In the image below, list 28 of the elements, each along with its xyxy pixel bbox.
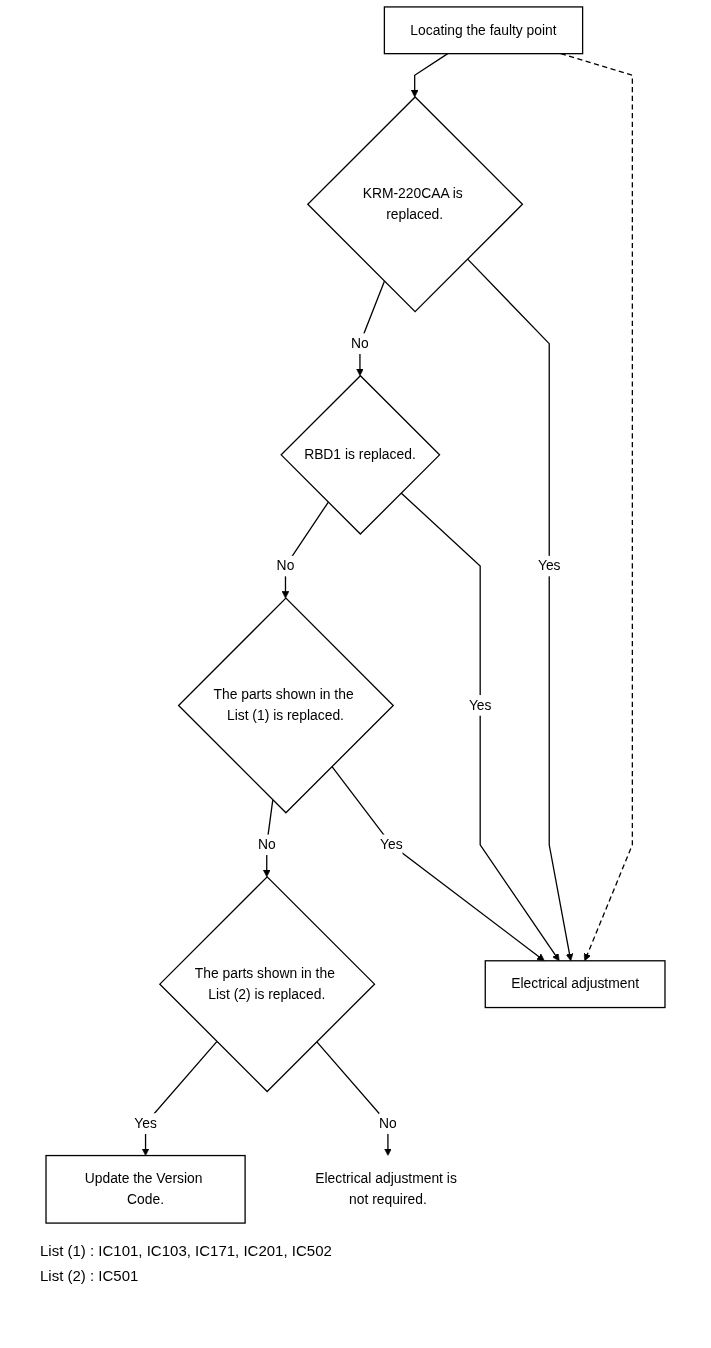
node-box: Electrical adjustment <box>484 960 666 1009</box>
arrow <box>331 765 545 962</box>
edge-label: Yes <box>134 1115 157 1131</box>
node-diamond: KRM-220CAA is replaced. <box>306 96 524 313</box>
arrow <box>356 280 386 376</box>
arrow <box>466 258 574 962</box>
edge-label: No <box>351 335 369 351</box>
node-box: Update the Version Code. <box>45 1154 246 1224</box>
arrow <box>560 53 633 962</box>
arrow <box>410 53 449 98</box>
node-diamond: The parts shown in the List (2) is replaced. <box>158 875 376 1093</box>
node-text: Electrical adjustment is not required. <box>315 1171 457 1207</box>
arrow <box>141 1040 218 1156</box>
note-text: List (2) : IC501 <box>40 1267 140 1284</box>
node-diamond: RBD1 is replaced. <box>280 374 441 535</box>
arrow <box>262 799 274 878</box>
edge-label: No <box>276 558 295 573</box>
edge-label: Yes <box>537 558 561 573</box>
arrow <box>400 492 560 962</box>
edge-label: No <box>379 1115 397 1131</box>
edge-label: Yes <box>380 837 403 852</box>
arrow <box>316 1040 392 1156</box>
node-box: Locating the faulty point <box>383 6 584 55</box>
arrow <box>281 501 329 599</box>
edge-label: No <box>257 837 276 852</box>
edge-label: Yes <box>468 697 492 713</box>
note-text: List (1) : IC101, IC103, IC171, IC201, IC502 <box>40 1242 333 1259</box>
node-diamond: The parts shown in the List (1) is replaced. <box>177 597 395 814</box>
